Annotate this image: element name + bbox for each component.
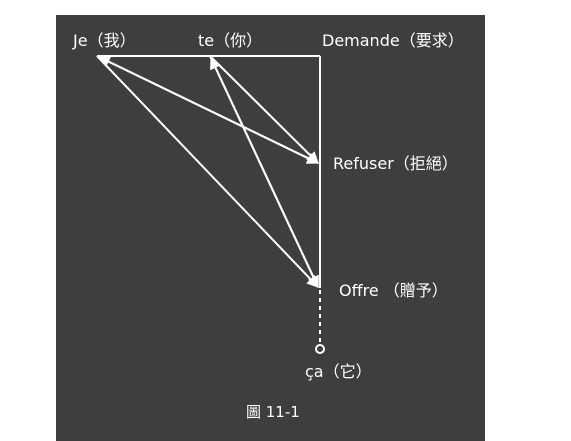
ca-node-circle [315,344,325,354]
label-je: Je（我） [73,31,136,50]
label-offre: Offre （贈予） [339,281,448,300]
label-te: te（你） [198,31,263,50]
figure-caption: 圖 11-1 [246,403,300,421]
label-demande: Demande（要求） [322,31,464,50]
diagram-panel [56,15,485,441]
edge-je-offre [96,55,319,288]
edge-offre-te [210,56,319,288]
label-refuser: Refuser（拒絕） [333,154,458,173]
label-ca: ça（它） [305,362,372,381]
edge-te-refuser [209,55,319,164]
edge-refuser-je [97,56,319,164]
